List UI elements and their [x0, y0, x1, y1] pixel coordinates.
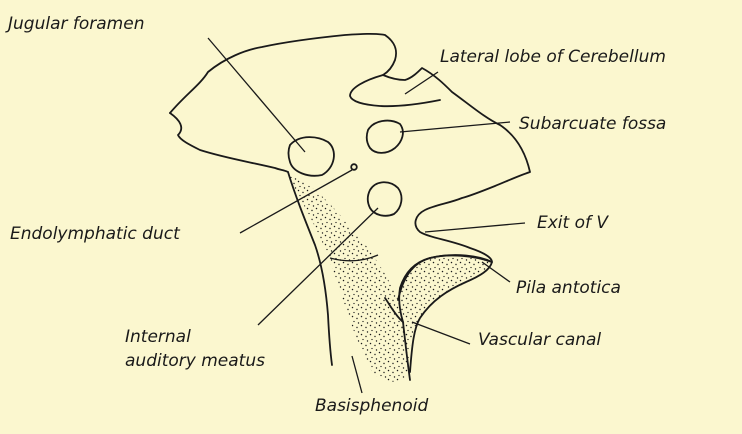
- endolymphatic-duct-opening: [351, 164, 357, 170]
- label-basisphenoid: Basisphenoid: [315, 396, 428, 416]
- label-internal: Internal: [125, 327, 191, 347]
- label-lateral-lobe: Lateral lobe of Cerebellum: [440, 47, 666, 67]
- basisphenoid-stipple: [285, 170, 410, 382]
- label-pila-antotica: Pila antotica: [516, 278, 621, 298]
- leader-jugular: [208, 38, 305, 152]
- label-jugular-foramen: Jugular foramen: [5, 14, 144, 34]
- label-auditory-meatus: auditory meatus: [125, 351, 265, 371]
- subarcuate-fossa-hole: [367, 121, 403, 153]
- leader-vascular: [412, 322, 470, 344]
- leader-lateral-lobe: [405, 72, 438, 94]
- label-subarcuate-fossa: Subarcuate fossa: [519, 114, 666, 134]
- label-exit-of-v: Exit of V: [537, 213, 609, 233]
- left-wall: [170, 113, 288, 172]
- leader-exit-v: [425, 223, 525, 232]
- leader-subarcuate: [400, 122, 510, 132]
- label-vascular-canal: Vascular canal: [478, 330, 601, 350]
- internal-auditory-meatus-hole: [368, 182, 402, 216]
- leader-basisphenoid: [352, 356, 362, 393]
- leader-pila: [482, 262, 510, 282]
- label-endolymphatic-duct: Endolymphatic duct: [10, 224, 181, 244]
- jugular-foramen-hole: [289, 137, 334, 176]
